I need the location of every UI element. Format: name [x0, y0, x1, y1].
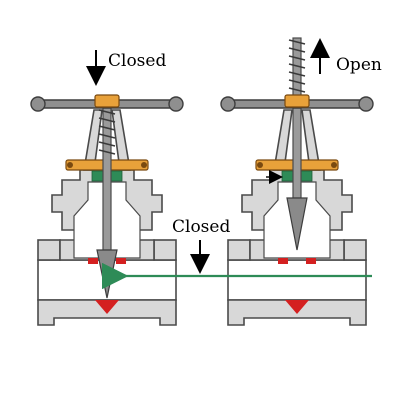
closed-valve-seat-left [88, 258, 98, 264]
open-valve-threads [288, 39, 306, 93]
open-valve-pipe [227, 259, 367, 301]
closed-valve-stem [102, 99, 112, 251]
closed-valve-left-flange [37, 239, 61, 261]
label-left-closed: Closed [108, 51, 166, 71]
open-valve-seat-left [278, 258, 288, 264]
open-valve-seat-right [306, 258, 316, 264]
closed-valve [30, 94, 184, 326]
open-valve-right-flange [343, 239, 367, 261]
open-valve-gate [286, 197, 308, 251]
open-valve-left-flange [227, 239, 251, 261]
label-middle-closed: Closed [172, 217, 230, 237]
open-valve [220, 37, 374, 326]
closed-valve-right-flange [153, 239, 177, 261]
label-right-open: Open [336, 55, 382, 75]
open-valve-stem [292, 37, 302, 199]
closed-valve-seat-right [116, 258, 126, 264]
closed-valve-threads [98, 109, 116, 155]
